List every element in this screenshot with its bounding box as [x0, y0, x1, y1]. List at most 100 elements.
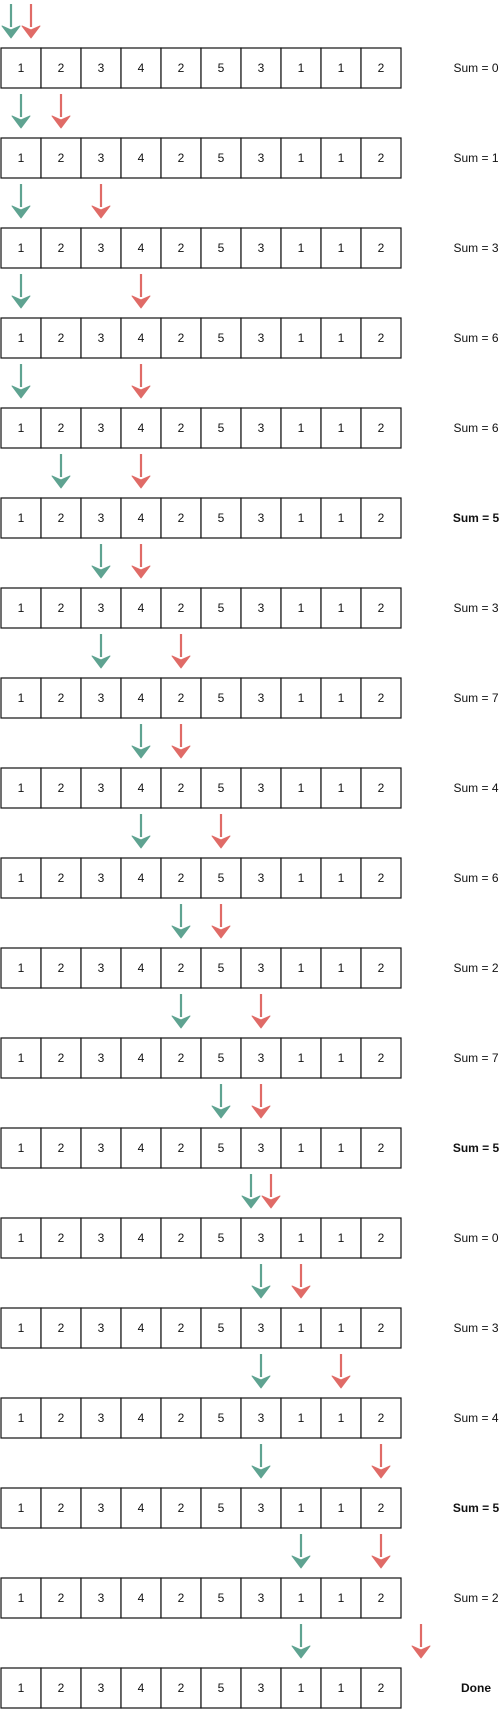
array-cell-value: 3: [98, 1141, 105, 1155]
left-pointer-arrow-icon: [211, 1084, 231, 1119]
array-cell-value: 3: [98, 961, 105, 975]
left-pointer-arrow-icon-head: [131, 835, 151, 849]
array-cell: [80, 587, 122, 629]
array-cell: [40, 317, 82, 359]
array-cell: [0, 407, 42, 449]
array-cell: [240, 227, 282, 269]
array-cell: [280, 1127, 322, 1169]
array-cell-value: 2: [178, 1411, 185, 1425]
array-cell-value: 1: [18, 61, 25, 75]
array-cell-value: 2: [58, 421, 65, 435]
right-pointer-arrow-icon-head: [171, 745, 191, 759]
array-cell-value: 2: [378, 1231, 385, 1245]
array-cell: [200, 1487, 242, 1529]
array-cell-value: 3: [98, 691, 105, 705]
sum-label: Sum = 3: [453, 241, 498, 255]
array-cell: [80, 1037, 122, 1079]
left-pointer-arrow-icon-head: [251, 1465, 271, 1479]
array-cell-value: 2: [58, 1231, 65, 1245]
array-cell-value: 2: [178, 871, 185, 885]
array-cell-value: 1: [18, 1681, 25, 1695]
array-cell: [40, 947, 82, 989]
array-cell: [360, 677, 402, 719]
array-cell-value: 2: [378, 601, 385, 615]
array-cell: [280, 857, 322, 899]
array-cell-value: 1: [18, 151, 25, 165]
array-cell-value: 3: [258, 1411, 265, 1425]
left-pointer-arrow-icon: [241, 1174, 261, 1209]
array-cell: [240, 1037, 282, 1079]
right-pointer-arrow-icon-head: [331, 1375, 351, 1389]
array-cell: [200, 1307, 242, 1349]
right-pointer-arrow-icon: [131, 544, 151, 579]
array-cell-value: 4: [138, 691, 145, 705]
array-cell-value: 1: [338, 61, 345, 75]
array-cell: [280, 1037, 322, 1079]
left-pointer-arrow-icon: [171, 994, 191, 1029]
right-pointer-arrow-icon-head: [371, 1465, 391, 1479]
array-cell-value: 2: [58, 781, 65, 795]
sum-label: Sum = 5: [453, 511, 500, 525]
array-cell-value: 2: [178, 241, 185, 255]
right-pointer-arrow-icon: [371, 1534, 391, 1569]
array-cell-value: 2: [58, 1591, 65, 1605]
array-cell-value: 1: [18, 1591, 25, 1605]
array-cell: [320, 317, 362, 359]
array-cell-value: 1: [298, 151, 305, 165]
left-pointer-arrow-icon: [251, 1264, 271, 1299]
array-cell-value: 4: [138, 1681, 145, 1695]
array-cell-value: 5: [218, 1411, 225, 1425]
left-pointer-arrow-icon-head: [51, 475, 71, 489]
right-pointer-arrow-icon: [261, 1174, 281, 1209]
array-cell-value: 1: [18, 781, 25, 795]
array-cell: [0, 1487, 42, 1529]
array-cell: [320, 1397, 362, 1439]
array-cell-value: 2: [378, 1681, 385, 1695]
array-cell-value: 2: [58, 1681, 65, 1695]
array-cell: [240, 1307, 282, 1349]
right-pointer-arrow-icon-head: [371, 1555, 391, 1569]
array-cell: [360, 137, 402, 179]
array-cell-value: 1: [338, 421, 345, 435]
array-cell-value: 2: [378, 1141, 385, 1155]
array-cell-value: 5: [218, 511, 225, 525]
array-cell-value: 3: [258, 331, 265, 345]
left-pointer-arrow-icon-head: [291, 1555, 311, 1569]
array-cell: [0, 137, 42, 179]
array-cell-value: 1: [298, 1501, 305, 1515]
array-cell-value: 5: [218, 961, 225, 975]
array-cell-value: 2: [178, 691, 185, 705]
sum-label: Sum = 5: [453, 1501, 500, 1515]
array-cell: [80, 137, 122, 179]
array-cell-value: 2: [378, 151, 385, 165]
array-cell-value: 2: [378, 961, 385, 975]
array-cell: [200, 587, 242, 629]
array-cell: [360, 587, 402, 629]
left-pointer-arrow-icon: [131, 814, 151, 849]
array-cell: [360, 407, 402, 449]
array-cell-value: 3: [258, 691, 265, 705]
right-pointer-arrow-icon: [251, 994, 271, 1029]
array-cell-value: 2: [58, 331, 65, 345]
array-cell: [80, 1487, 122, 1529]
array-cell: [160, 587, 202, 629]
array-cell: [320, 137, 362, 179]
array-cell: [40, 1397, 82, 1439]
array-cell-value: 3: [258, 601, 265, 615]
sum-label: Sum = 2: [453, 1591, 498, 1605]
array-cell-value: 5: [218, 691, 225, 705]
array-cell-value: 1: [18, 601, 25, 615]
left-pointer-arrow-icon-head: [131, 745, 151, 759]
array-cell-value: 4: [138, 151, 145, 165]
array-cell: [280, 947, 322, 989]
left-pointer-arrow-icon: [291, 1624, 311, 1659]
array-cell-value: 3: [98, 1321, 105, 1335]
left-pointer-arrow-icon-head: [291, 1645, 311, 1659]
array-cell: [360, 1127, 402, 1169]
array-cell-value: 3: [98, 511, 105, 525]
right-pointer-arrow-icon-head: [251, 1105, 271, 1119]
